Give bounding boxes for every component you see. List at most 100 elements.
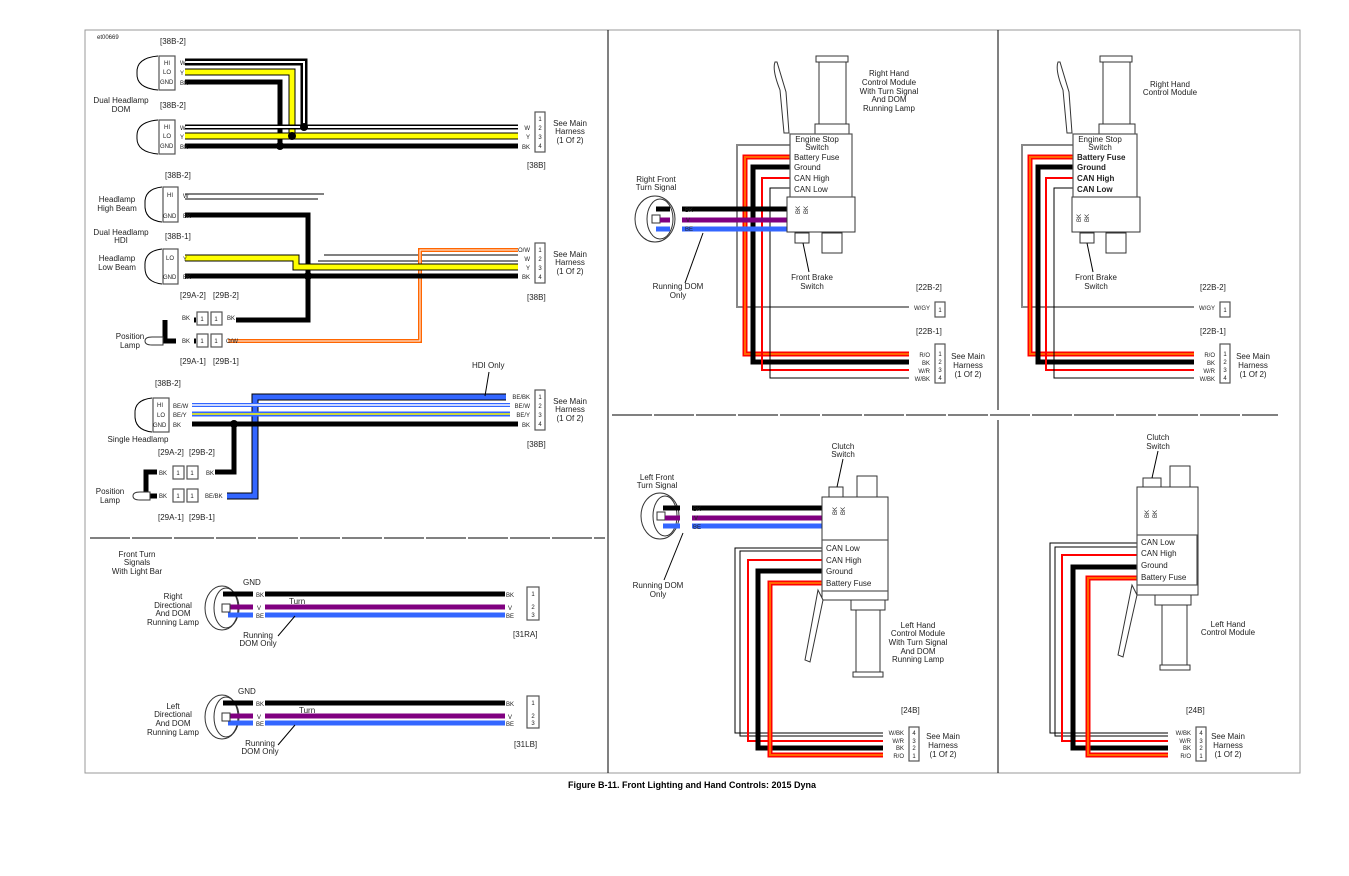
label: Running bbox=[245, 739, 275, 748]
wire bbox=[484, 371, 490, 397]
wire bbox=[739, 550, 905, 737]
label: Directional bbox=[154, 710, 192, 719]
label: BK bbox=[182, 316, 190, 322]
label: [22B-1] bbox=[916, 327, 942, 336]
connector-29b-1 bbox=[210, 333, 223, 348]
label: Left bbox=[166, 702, 180, 711]
label: Switch bbox=[1088, 143, 1112, 152]
label: 1 bbox=[176, 471, 180, 477]
connector-29a-2 bbox=[196, 311, 209, 326]
connector-31ra bbox=[526, 586, 540, 621]
label: [24B] bbox=[901, 706, 920, 715]
wire bbox=[1021, 144, 1215, 308]
label: [29A-1] bbox=[158, 513, 184, 522]
label: With Light Bar bbox=[112, 567, 163, 576]
label: [29B-1] bbox=[189, 513, 215, 522]
label: (1 Of 2) bbox=[929, 750, 956, 759]
diagram-shape bbox=[157, 468, 172, 477]
left-grip-icon bbox=[1154, 594, 1192, 606]
diagram-shape bbox=[818, 61, 847, 125]
label: V bbox=[257, 606, 261, 612]
left-directional: GND BK V BE BK V BE Turn Running DOM Onl… bbox=[147, 687, 540, 756]
harness-connector-38b bbox=[534, 111, 546, 153]
label: 1 bbox=[176, 494, 180, 500]
left-grip-icon bbox=[850, 599, 886, 611]
label: Lamp bbox=[100, 496, 121, 505]
wire bbox=[144, 186, 163, 223]
label: Turn Signal bbox=[636, 183, 677, 192]
label: (1 Of 2) bbox=[954, 370, 981, 379]
label: HI bbox=[167, 193, 173, 199]
wire bbox=[1087, 577, 1190, 756]
headlamp-icon bbox=[136, 55, 159, 91]
diagram-shape bbox=[172, 488, 185, 503]
wire bbox=[1029, 156, 1215, 355]
diagram-shape bbox=[157, 491, 172, 500]
label: 4 bbox=[538, 275, 542, 281]
diagram-shape bbox=[1098, 123, 1136, 135]
label: 4 bbox=[538, 144, 542, 150]
label: W/BK bbox=[915, 377, 930, 383]
wire bbox=[769, 582, 905, 756]
label: W/R bbox=[1179, 739, 1191, 745]
lh-module-function-box bbox=[1136, 534, 1198, 586]
label: V bbox=[686, 218, 690, 224]
label: Harness bbox=[555, 405, 585, 414]
label: See Main bbox=[1236, 352, 1270, 361]
label: 3 bbox=[1199, 739, 1203, 745]
label: CAN Low bbox=[1077, 185, 1113, 194]
wire bbox=[134, 397, 153, 433]
label: DOM Only bbox=[241, 747, 278, 756]
label: BK bbox=[1077, 214, 1083, 222]
label: 2 bbox=[538, 257, 542, 263]
right-directional: GND BK V BE BK V BE Turn Running DOM Onl… bbox=[147, 578, 540, 648]
label: R/O bbox=[919, 353, 930, 359]
label: BK bbox=[173, 423, 181, 429]
label: Harness bbox=[928, 741, 958, 750]
label: Turn Signal bbox=[637, 481, 678, 490]
diagram-shape bbox=[253, 699, 265, 728]
label: 3 bbox=[538, 266, 542, 272]
label: BE/Y bbox=[173, 413, 187, 419]
label: 1 bbox=[531, 592, 535, 598]
label: See Main bbox=[951, 352, 985, 361]
pin-lo: LO bbox=[163, 70, 171, 76]
wire-y-1 bbox=[185, 69, 295, 136]
splice-dot bbox=[304, 272, 312, 280]
label: 1 bbox=[1223, 352, 1227, 358]
label: Left Front bbox=[640, 473, 675, 482]
label: BK bbox=[256, 702, 264, 708]
diagram-shape bbox=[505, 699, 519, 728]
diagram-shape bbox=[172, 465, 185, 480]
label: LO bbox=[166, 256, 174, 262]
position-lamp-bulb-icon bbox=[132, 491, 151, 501]
connector-label: [38B-2] bbox=[160, 101, 186, 110]
connector-22b-2 bbox=[1219, 301, 1231, 318]
label: Left Hand bbox=[1211, 620, 1246, 629]
label: W/GY bbox=[1199, 306, 1215, 312]
label: 1 bbox=[214, 317, 218, 323]
label: V bbox=[257, 715, 261, 721]
label: (1 Of 2) bbox=[1239, 370, 1266, 379]
label: 1 bbox=[190, 471, 194, 477]
label: V bbox=[694, 516, 698, 522]
label: Battery Fuse bbox=[826, 579, 872, 588]
label: Engine Stop bbox=[795, 135, 839, 144]
label: Control Module bbox=[891, 629, 946, 638]
label: [29B-2] bbox=[213, 291, 239, 300]
label: Ground bbox=[826, 567, 853, 576]
label: 1 bbox=[538, 395, 542, 401]
wire-be-bk-core bbox=[205, 394, 506, 499]
label: Right Front bbox=[636, 175, 676, 184]
wire bbox=[684, 232, 704, 284]
label: Y bbox=[526, 135, 530, 141]
label: BK bbox=[922, 361, 930, 367]
label: Front Brake bbox=[791, 273, 833, 282]
label: W bbox=[183, 194, 189, 200]
label: Position bbox=[96, 487, 124, 496]
label: Right Hand bbox=[1150, 80, 1190, 89]
label: BK bbox=[183, 275, 191, 281]
label: Battery Fuse bbox=[1077, 153, 1126, 162]
wire-label: BK bbox=[180, 81, 188, 87]
